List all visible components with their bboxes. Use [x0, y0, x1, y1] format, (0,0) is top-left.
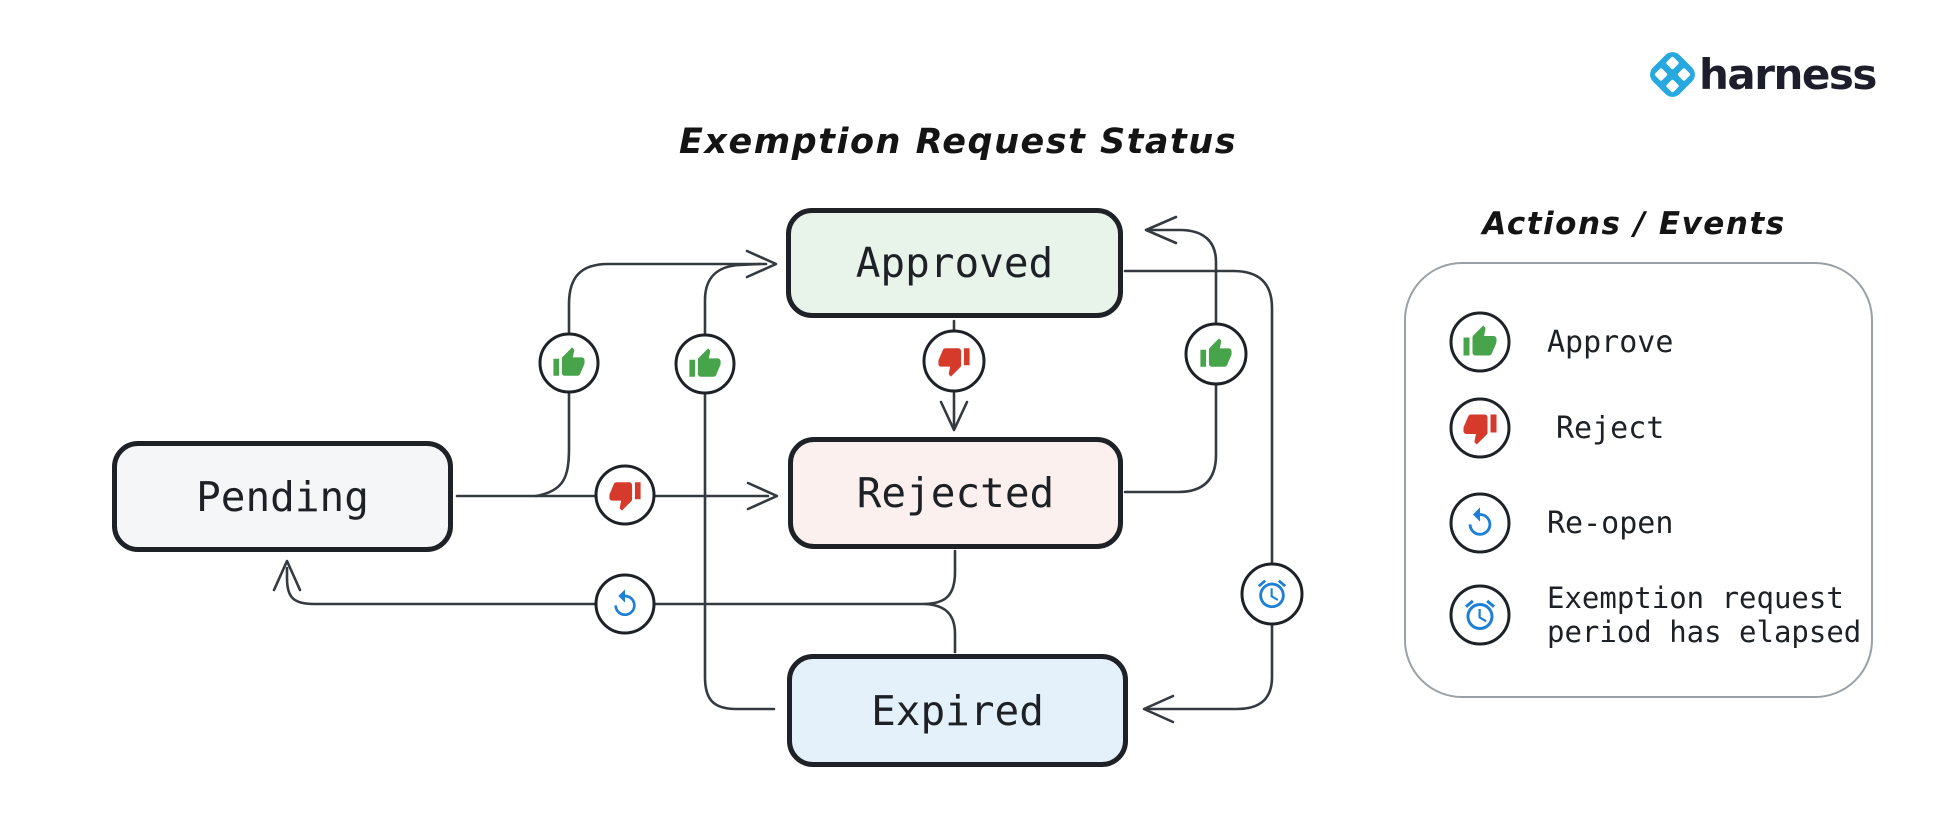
edge-approved-expired [1123, 269, 1274, 711]
legend-title: Actions / Events [1482, 206, 1786, 242]
state-node-pending: Pending [112, 441, 453, 552]
arrowhead-into-expired-right [1142, 694, 1175, 724]
legend-label: Exemption request period has elapsed [1547, 581, 1862, 649]
diagram-title: Exemption Request Status [678, 122, 1238, 162]
state-node-expired: Expired [787, 654, 1128, 767]
badge-approve-rejected [1184, 322, 1248, 386]
state-label: Expired [871, 686, 1044, 735]
state-label: Pending [196, 472, 369, 521]
legend-label: Approve [1547, 325, 1674, 360]
legend-label: Re-open [1547, 506, 1674, 541]
arrowhead-into-rejected-left [746, 481, 779, 511]
thumbs-up-icon [1449, 311, 1511, 373]
state-label: Rejected [856, 469, 1055, 517]
harness-wordmark: harness [1699, 50, 1877, 99]
badge-reject-approved [922, 329, 986, 393]
badge-approve-expired [674, 333, 736, 395]
legend-label: Reject [1556, 411, 1665, 446]
badge-approve-pending [538, 332, 600, 394]
arrowhead-into-approved-left [745, 249, 778, 279]
reopen-icon [1449, 492, 1511, 554]
state-node-approved: Approved [786, 208, 1123, 318]
arrowhead-into-pending-bottom [272, 559, 302, 592]
harness-mark-icon [1650, 52, 1695, 97]
arrowhead-into-rejected-top [939, 400, 969, 432]
arrowhead-into-approved-right [1144, 215, 1178, 245]
edge-expired-pending [923, 602, 957, 654]
state-label: Approved [855, 239, 1054, 287]
edge-rejected-approved [1123, 228, 1218, 494]
badge-reopen [594, 573, 656, 635]
badge-reject-pending [594, 464, 656, 526]
harness-logo: harness [1646, 48, 1877, 101]
alarm-clock-icon [1449, 584, 1511, 646]
edge-pending-approved [534, 262, 768, 498]
badge-period-elapsed [1240, 562, 1304, 626]
edge-expired-approved [703, 262, 776, 711]
thumbs-down-icon [1449, 397, 1511, 459]
state-node-rejected: Rejected [788, 437, 1123, 549]
legend-panel: Approve Reject Re-open Exemption request… [1404, 262, 1873, 698]
